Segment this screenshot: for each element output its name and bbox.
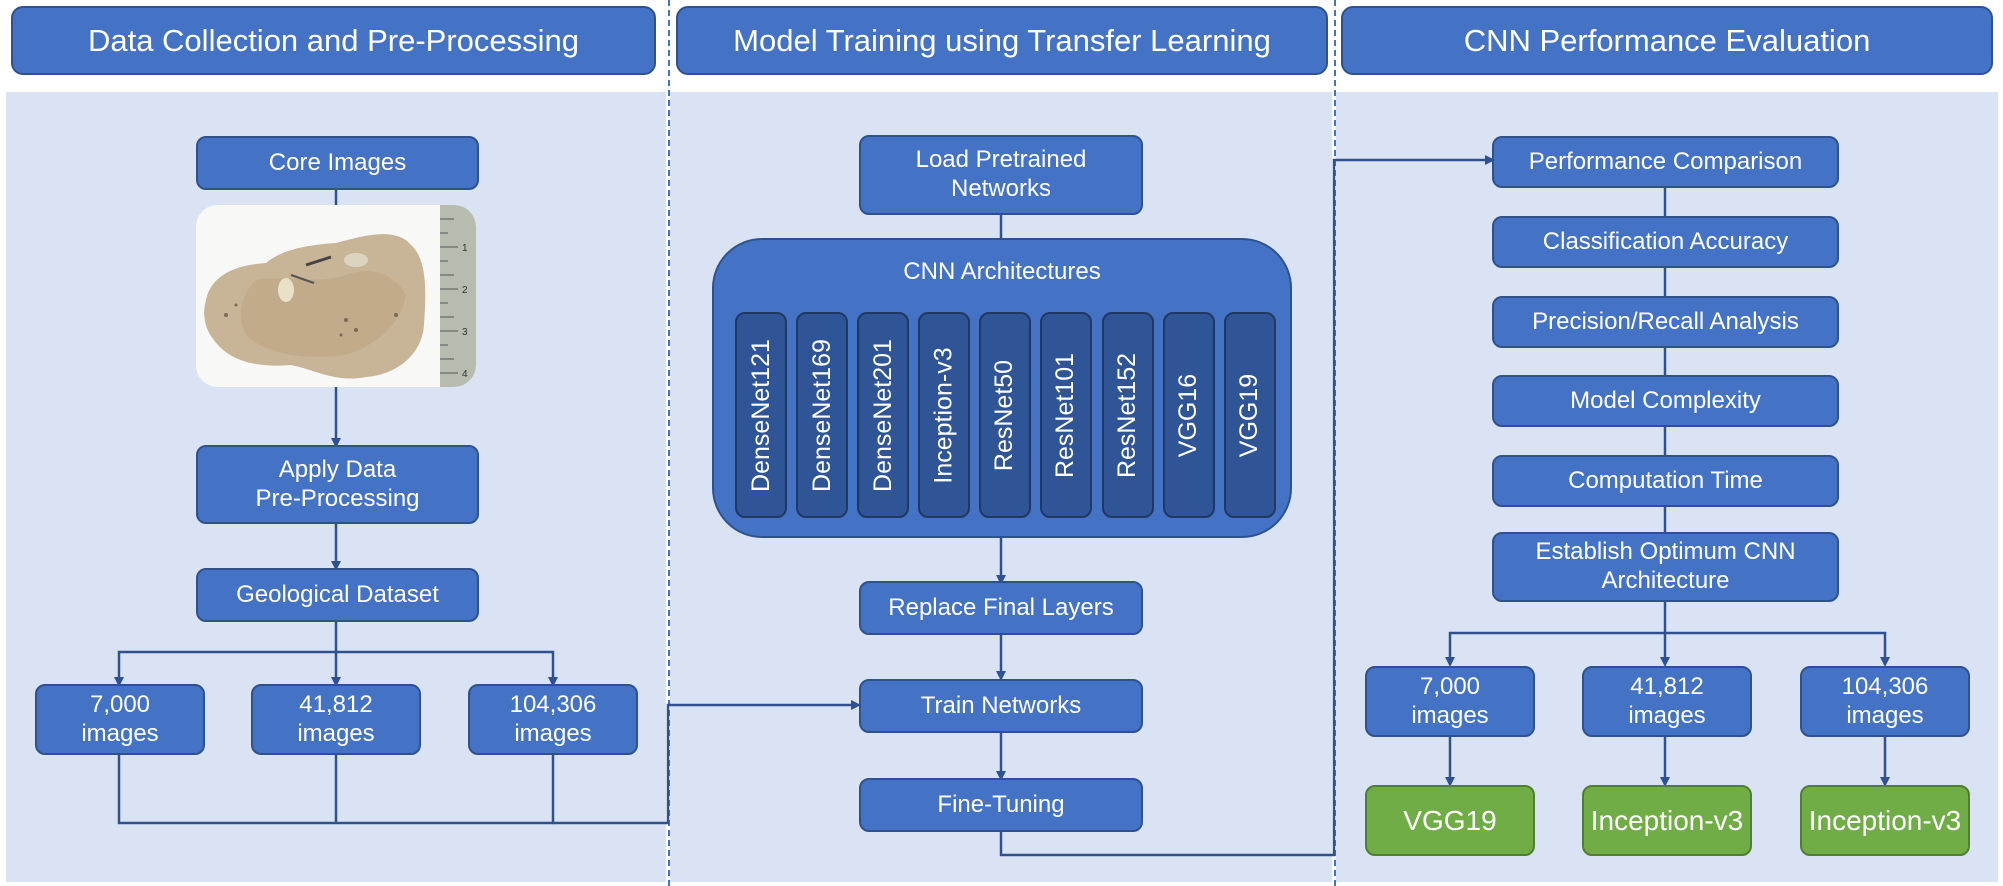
connector [553,700,861,825]
core-images-box: Core Images [196,136,479,190]
subset-box-7000: 7,000 images [35,684,205,755]
subset-count: 7,000 [89,690,151,718]
ruler-tick: 2 [462,285,468,296]
core-images-label: Core Images [268,148,407,176]
subset-box-41812: 41,812 images [251,684,421,755]
ruler-tick: 3 [462,327,468,338]
step-classification-accuracy: Classification Accuracy [1492,216,1839,268]
best-model-label: Inception-v3 [1808,804,1962,836]
preprocessing-box: Apply Data Pre-Processing [196,445,479,524]
ruler-tick: 4 [462,369,468,380]
header-model-training: Model Training using Transfer Learning [676,6,1328,75]
load-line1: Load Pretrained [915,146,1087,174]
subset-unit: images [1411,701,1489,729]
ruler-tick: 1 [462,243,468,254]
load-line2: Networks [950,175,1052,202]
optimum-line2: Architecture [1601,567,1730,594]
subset-count: 104,306 [509,690,597,718]
establish-optimum-box: Establish Optimum CNN Architecture [1492,532,1839,602]
result-subset-7000: 7,000 images [1365,666,1535,737]
arch-label: ResNet101 [1051,352,1080,478]
subset-unit: images [514,719,592,747]
step-precision-recall: Precision/Recall Analysis [1492,296,1839,348]
fine-tuning-box: Fine-Tuning [859,778,1143,832]
arch-densenet201: DenseNet201 [857,312,909,518]
arch-densenet169: DenseNet169 [796,312,848,518]
cnn-architectures-title: CNN Architectures [903,258,1101,285]
preprocessing-line2: Pre-Processing [255,484,420,512]
finetune-label: Fine-Tuning [937,790,1065,818]
arch-label: Inception-v3 [929,346,958,484]
arch-label: DenseNet121 [746,338,775,492]
step-computation-time: Computation Time [1492,455,1839,507]
best-model-inception-v3: Inception-v3 [1800,785,1970,856]
arch-label: VGG19 [1235,373,1264,457]
step-label: Classification Accuracy [1542,227,1789,255]
arch-inception-v3: Inception-v3 [918,312,970,518]
step-model-complexity: Model Complexity [1492,375,1839,427]
cnn-architectures-group: CNN Architectures DenseNet121 DenseNet16… [712,238,1292,538]
train-networks-box: Train Networks [859,679,1143,733]
arch-densenet121: DenseNet121 [735,312,787,518]
replace-layers-box: Replace Final Layers [859,581,1143,635]
subset-count: 41,812 [299,690,373,718]
subset-unit: images [1628,701,1706,729]
best-model-vgg19: VGG19 [1365,785,1535,856]
arch-label: DenseNet201 [868,338,897,492]
train-label: Train Networks [920,691,1082,719]
arch-vgg19: VGG19 [1224,312,1276,518]
subset-count: 104,306 [1841,672,1929,700]
step-performance-comparison: Performance Comparison [1492,136,1839,188]
optimum-line1: Establish Optimum CNN [1535,538,1796,566]
result-subset-104306: 104,306 images [1800,666,1970,737]
connector [1448,631,1887,662]
step-label: Precision/Recall Analysis [1532,307,1799,335]
subset-unit: images [1846,701,1924,729]
step-label: Computation Time [1568,466,1763,494]
arch-label: DenseNet169 [807,338,836,492]
core-sample-photo: 1 2 3 4 [196,205,476,387]
subset-box-104306: 104,306 images [468,684,638,755]
arch-resnet101: ResNet101 [1040,312,1092,518]
header-data-collection: Data Collection and Pre-Processing [11,6,656,75]
header-evaluation: CNN Performance Evaluation [1341,6,1993,75]
dataset-label: Geological Dataset [236,580,439,608]
arch-label: ResNet152 [1113,352,1142,478]
connector [999,155,1495,857]
subset-unit: images [297,719,375,747]
subset-unit: images [81,719,159,747]
subset-count: 41,812 [1630,672,1704,700]
preprocessing-line1: Apply Data [278,455,397,483]
best-model-label: Inception-v3 [1590,804,1744,836]
arch-label: ResNet50 [990,359,1019,471]
result-subset-41812: 41,812 images [1582,666,1752,737]
best-model-label: VGG19 [1403,804,1497,836]
section-divider [668,0,670,886]
replace-label: Replace Final Layers [888,593,1114,621]
best-model-inception-v3: Inception-v3 [1582,785,1752,856]
connector [117,650,555,684]
arch-resnet152: ResNet152 [1102,312,1154,518]
load-pretrained-box: Load Pretrained Networks [859,135,1143,215]
arch-vgg16: VGG16 [1163,312,1215,518]
arch-label: VGG16 [1174,373,1203,457]
geological-dataset-box: Geological Dataset [196,568,479,622]
step-label: Model Complexity [1570,386,1761,414]
subset-count: 7,000 [1419,672,1481,700]
arch-resnet50: ResNet50 [979,312,1031,518]
rock-sample-image: 1 2 3 4 [196,205,476,387]
step-label: Performance Comparison [1528,147,1803,175]
